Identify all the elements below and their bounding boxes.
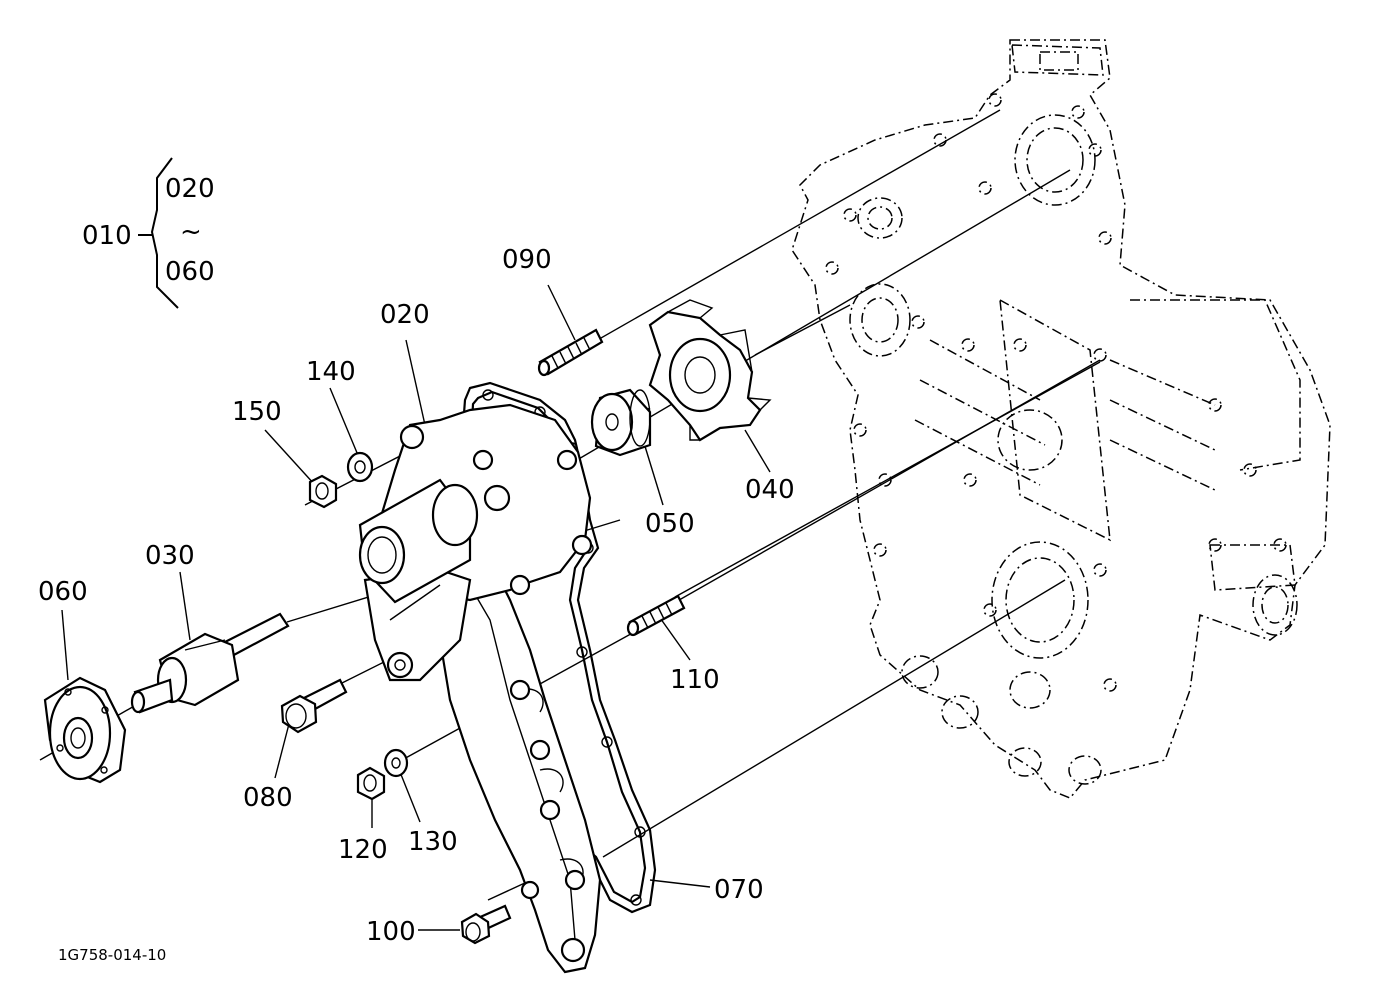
assembly-label-010: 010 [82, 221, 132, 251]
part-030-bearing-shaft [130, 612, 290, 714]
part-110-stud [626, 594, 686, 637]
callout-140: 140 [306, 357, 356, 387]
callout-120: 120 [338, 835, 388, 865]
assembly-tilde: ~ [180, 217, 202, 247]
part-020-pump-body [358, 403, 602, 974]
assembly-bracket: 010 020 ~ 060 [82, 157, 215, 309]
assembly-from-label: 020 [165, 174, 215, 204]
callout-150: 150 [232, 397, 282, 427]
part-100-bolt [460, 904, 512, 945]
part-040-impeller [648, 299, 772, 442]
part-050-mechanical-seal [590, 388, 652, 457]
part-080-bolt [280, 678, 348, 734]
callout-080: 080 [243, 783, 293, 813]
gear-case-housing [791, 39, 1331, 799]
part-150-nut [308, 474, 338, 509]
callout-020: 020 [380, 300, 430, 330]
part-130-washer [383, 748, 409, 778]
part-060-pulley-flange [43, 676, 127, 784]
callout-040: 040 [745, 475, 795, 505]
callout-070: 070 [714, 875, 764, 905]
part-090-stud [537, 328, 604, 377]
part-120-nut [356, 766, 386, 801]
callout-030: 030 [145, 541, 195, 571]
callout-labels: 020 030 040 050 060 070 080 090 100 110 … [38, 245, 795, 947]
drawing-code: 1G758-014-10 [58, 946, 166, 964]
callout-130: 130 [408, 827, 458, 857]
callout-110: 110 [670, 665, 720, 695]
callout-100: 100 [366, 917, 416, 947]
part-140-washer [346, 451, 374, 483]
callout-060: 060 [38, 577, 88, 607]
callout-090: 090 [502, 245, 552, 275]
callout-050: 050 [645, 509, 695, 539]
assembly-to-label: 060 [165, 257, 215, 287]
